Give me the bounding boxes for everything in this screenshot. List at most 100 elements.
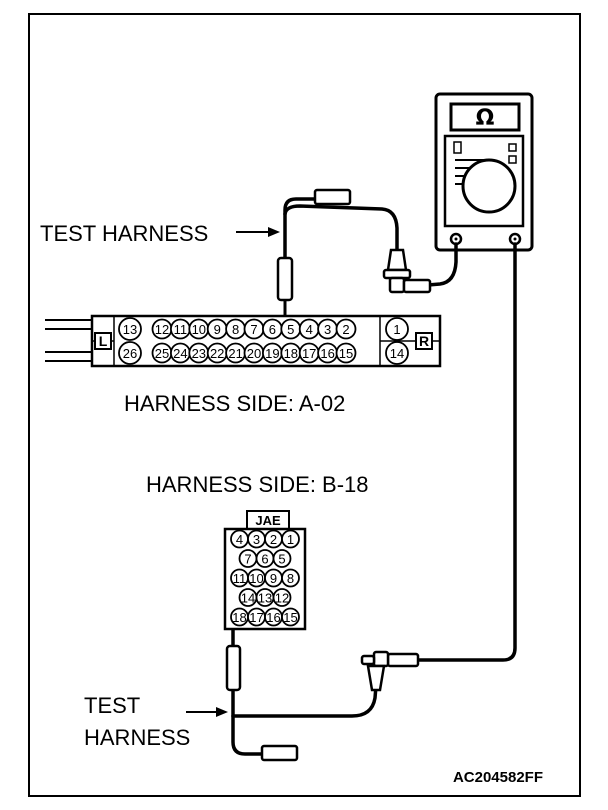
connector-a-pin-4: 4 bbox=[298, 318, 320, 340]
pin-number: 10 bbox=[192, 322, 206, 337]
connector-b-pin-10: 10 bbox=[247, 568, 266, 588]
pin-number: 3 bbox=[253, 532, 260, 547]
connector-b-pin-8: 8 bbox=[281, 568, 300, 588]
connector-a-pin-20: 20 bbox=[243, 342, 265, 364]
pin-number: 2 bbox=[342, 322, 349, 337]
pin-number: 16 bbox=[320, 346, 334, 361]
connector-a-pin-6: 6 bbox=[261, 318, 283, 340]
top-alligator-clip bbox=[382, 248, 432, 294]
connector-a-pin-26: 26 bbox=[118, 341, 142, 365]
connector-b-pin-16: 16 bbox=[264, 607, 283, 627]
connector-a-pin-24: 24 bbox=[169, 342, 191, 364]
figure-frame bbox=[28, 13, 581, 797]
pin-number: 6 bbox=[269, 322, 276, 337]
test-harness-top-label: TEST HARNESS bbox=[40, 221, 208, 246]
pin-number: 1 bbox=[287, 532, 294, 547]
top-loose-plug bbox=[313, 188, 352, 206]
pin-number: 17 bbox=[249, 610, 263, 625]
connector-a-pin-2: 2 bbox=[335, 318, 357, 340]
pin-number: 18 bbox=[284, 346, 298, 361]
meter-indicator-top-right bbox=[508, 143, 517, 152]
meter-indicator-mid-right bbox=[508, 155, 517, 164]
connector-b-pin-3: 3 bbox=[247, 529, 266, 549]
connector-a-pin-19: 19 bbox=[261, 342, 283, 364]
pin-number: 13 bbox=[258, 591, 272, 606]
connector-a-pin-18: 18 bbox=[280, 342, 302, 364]
connector-a-pin-3: 3 bbox=[317, 318, 339, 340]
harness-side-a-label: HARNESS SIDE: A-02 bbox=[124, 391, 345, 416]
pin-number: 8 bbox=[287, 571, 294, 586]
connector-b-pin-1: 1 bbox=[281, 529, 300, 549]
pin-number: 4 bbox=[236, 532, 243, 547]
connector-b-pin-6: 6 bbox=[255, 549, 275, 568]
connector-b-pin-9: 9 bbox=[264, 568, 283, 588]
pin-number: 5 bbox=[287, 322, 294, 337]
pin-number: 15 bbox=[339, 346, 353, 361]
bottom-probe-plug bbox=[225, 644, 242, 692]
pin-number: 4 bbox=[306, 322, 313, 337]
pin-number: 7 bbox=[250, 322, 257, 337]
pin-number: 18 bbox=[232, 610, 246, 625]
connector-b-pin-14: 14 bbox=[238, 588, 258, 607]
wire-bottom-harness bbox=[231, 684, 378, 718]
connector-b-pin-13: 13 bbox=[255, 588, 275, 607]
wires bbox=[231, 197, 517, 756]
pin-number: 14 bbox=[241, 591, 255, 606]
bottom-loose-plug bbox=[260, 744, 299, 762]
ohm-symbol: Ω bbox=[476, 106, 495, 131]
bottom-alligator-clip bbox=[360, 650, 420, 692]
meter-indicator-left bbox=[453, 141, 462, 154]
connector-a-pin-1: 1 bbox=[385, 317, 409, 341]
meter-dial bbox=[461, 158, 517, 214]
pin-number: 6 bbox=[261, 552, 268, 567]
connector-b-pin-5: 5 bbox=[272, 549, 292, 568]
pin-number: 7 bbox=[244, 552, 251, 567]
connector-a-tabs bbox=[45, 319, 93, 362]
connector-a-pin-15: 15 bbox=[335, 342, 357, 364]
connector-a-pin-25: 25 bbox=[151, 342, 173, 364]
pin-number: 8 bbox=[232, 322, 239, 337]
pin-number: 14 bbox=[390, 346, 404, 361]
pin-number: 21 bbox=[228, 346, 242, 361]
connector-b-pin-7: 7 bbox=[238, 549, 258, 568]
pin-number: 11 bbox=[174, 322, 188, 337]
connector-b-pin-4: 4 bbox=[230, 529, 249, 549]
pin-number: 5 bbox=[278, 552, 285, 567]
pin-number: 20 bbox=[247, 346, 261, 361]
connector-a-pin-17: 17 bbox=[298, 342, 320, 364]
connector-a-pin-22: 22 bbox=[206, 342, 228, 364]
pin-number: 9 bbox=[214, 322, 221, 337]
connector-a-pin-10: 10 bbox=[188, 318, 210, 340]
ohmmeter: Ω bbox=[434, 92, 534, 252]
pin-number: 2 bbox=[270, 532, 277, 547]
pin-number: 19 bbox=[265, 346, 279, 361]
test-harness-bottom-label-1: TEST bbox=[84, 693, 140, 718]
pin-number: 16 bbox=[266, 610, 280, 625]
meter-scale-marks bbox=[455, 159, 492, 185]
pin-number: 12 bbox=[155, 322, 169, 337]
connector-a-left-marker: L bbox=[99, 333, 108, 349]
arrow-top-icon bbox=[268, 227, 280, 237]
connector-a-pin-11: 11 bbox=[169, 318, 191, 340]
connector-b-pin-17: 17 bbox=[247, 607, 266, 627]
pin-number: 9 bbox=[270, 571, 277, 586]
connector-b-pin-11: 11 bbox=[230, 568, 249, 588]
test-harness-bottom-label-2: HARNESS bbox=[84, 725, 190, 750]
connector-a-pin-23: 23 bbox=[188, 342, 210, 364]
connector-a-pin-21: 21 bbox=[225, 342, 247, 364]
pin-number: 12 bbox=[275, 591, 289, 606]
pin-number: 26 bbox=[123, 346, 137, 361]
figure-code: AC204582FF bbox=[453, 769, 543, 786]
wire-meter-com bbox=[426, 242, 458, 287]
top-probe-plug bbox=[276, 256, 294, 302]
pin-number: 1 bbox=[393, 322, 400, 337]
wire-meter-ohm bbox=[416, 242, 517, 662]
connector-a-pin-16: 16 bbox=[317, 342, 339, 364]
pin-number: 23 bbox=[192, 346, 206, 361]
connector-a-pin-9: 9 bbox=[206, 318, 228, 340]
connector-a-right-marker: R bbox=[419, 333, 429, 349]
meter-display bbox=[449, 102, 521, 132]
